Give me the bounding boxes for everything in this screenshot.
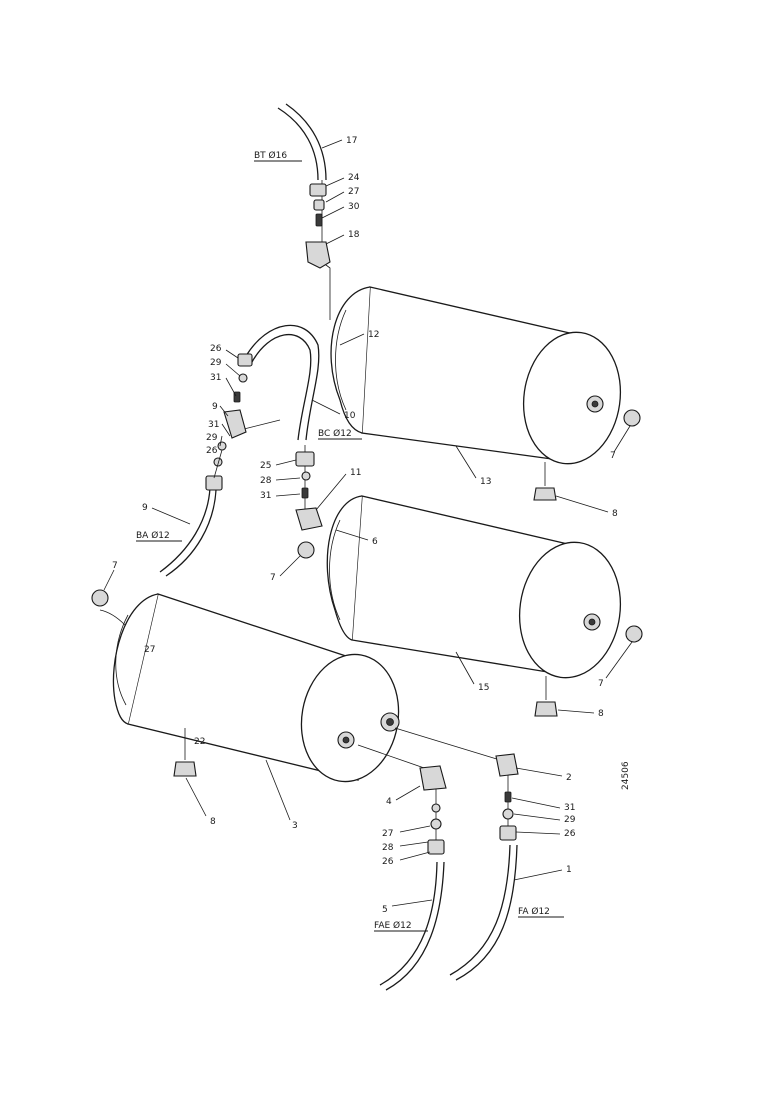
callout-10: 10 [344,411,356,421]
callout-7-left-mid: 7 [270,573,276,583]
callout-29-lower: 29 [206,433,218,443]
callout-8-lower: 8 [210,817,216,827]
callout-9-lower: 9 [142,503,148,513]
callout-12: 12 [368,330,379,340]
callout-29-lower-right: 29 [564,815,576,825]
air-tank-15 [326,495,622,679]
callout-26-bottom: 26 [382,857,394,867]
callout-15: 15 [478,683,489,693]
callout-5: 5 [382,905,388,915]
callout-31-left: 31 [210,373,221,383]
callout-26-lower-right: 26 [564,829,576,839]
callout-27-tank: 27 [144,645,155,655]
hose-label-fae: FAE Ø12 [374,920,412,931]
callout-27-lower: 27 [382,829,393,839]
callout-4: 4 [386,797,392,807]
callout-25: 25 [260,461,271,471]
air-tank-3 [112,593,400,783]
callout-8-top: 8 [612,509,618,519]
drawing-reference-number: 24506 [621,761,631,790]
fittings [91,183,643,855]
callout-31-lower: 31 [208,420,219,430]
callout-3: 3 [292,821,298,831]
callout-29-left: 29 [210,358,222,368]
callout-28-lower: 28 [382,843,394,853]
hoses [159,103,518,991]
hose-label-fa: FA Ø12 [518,906,550,917]
callout-22: 22 [194,737,205,747]
callout-6-mid: 6 [372,537,378,547]
air-tank-13 [330,286,622,465]
callout-2: 2 [566,773,572,783]
callout-11: 11 [350,468,361,478]
callout-9-upper: 9 [212,402,218,412]
hose-designations: BT Ø16 BC Ø12 BA Ø12 FAE Ø12 FA Ø12 [136,150,564,932]
part-callouts: 17 24 27 30 18 26 29 31 9 31 29 26 10 12… [103,136,633,915]
callout-1: 1 [566,865,572,875]
hose-label-bt: BT Ø16 [254,150,287,161]
callout-13: 13 [480,477,491,487]
callout-28: 28 [260,476,272,486]
callout-26-left: 26 [210,344,222,354]
callout-7-right-mid: 7 [598,679,604,689]
callout-17: 17 [346,136,357,146]
hose-label-bc: BC Ø12 [318,428,352,439]
callout-7-right-top: 7 [610,451,616,461]
callout-31-mid: 31 [260,491,271,501]
callout-31-lower-right: 31 [564,803,575,813]
leader-lines [99,180,547,848]
callout-24: 24 [348,173,360,183]
callout-18: 18 [348,230,360,240]
callout-7-left: 7 [112,561,118,571]
hose-label-ba: BA Ø12 [136,530,170,541]
callout-8-mid: 8 [598,709,604,719]
callout-26-lower: 26 [206,446,218,456]
callout-27-top: 27 [348,187,359,197]
callout-30: 30 [348,202,360,212]
